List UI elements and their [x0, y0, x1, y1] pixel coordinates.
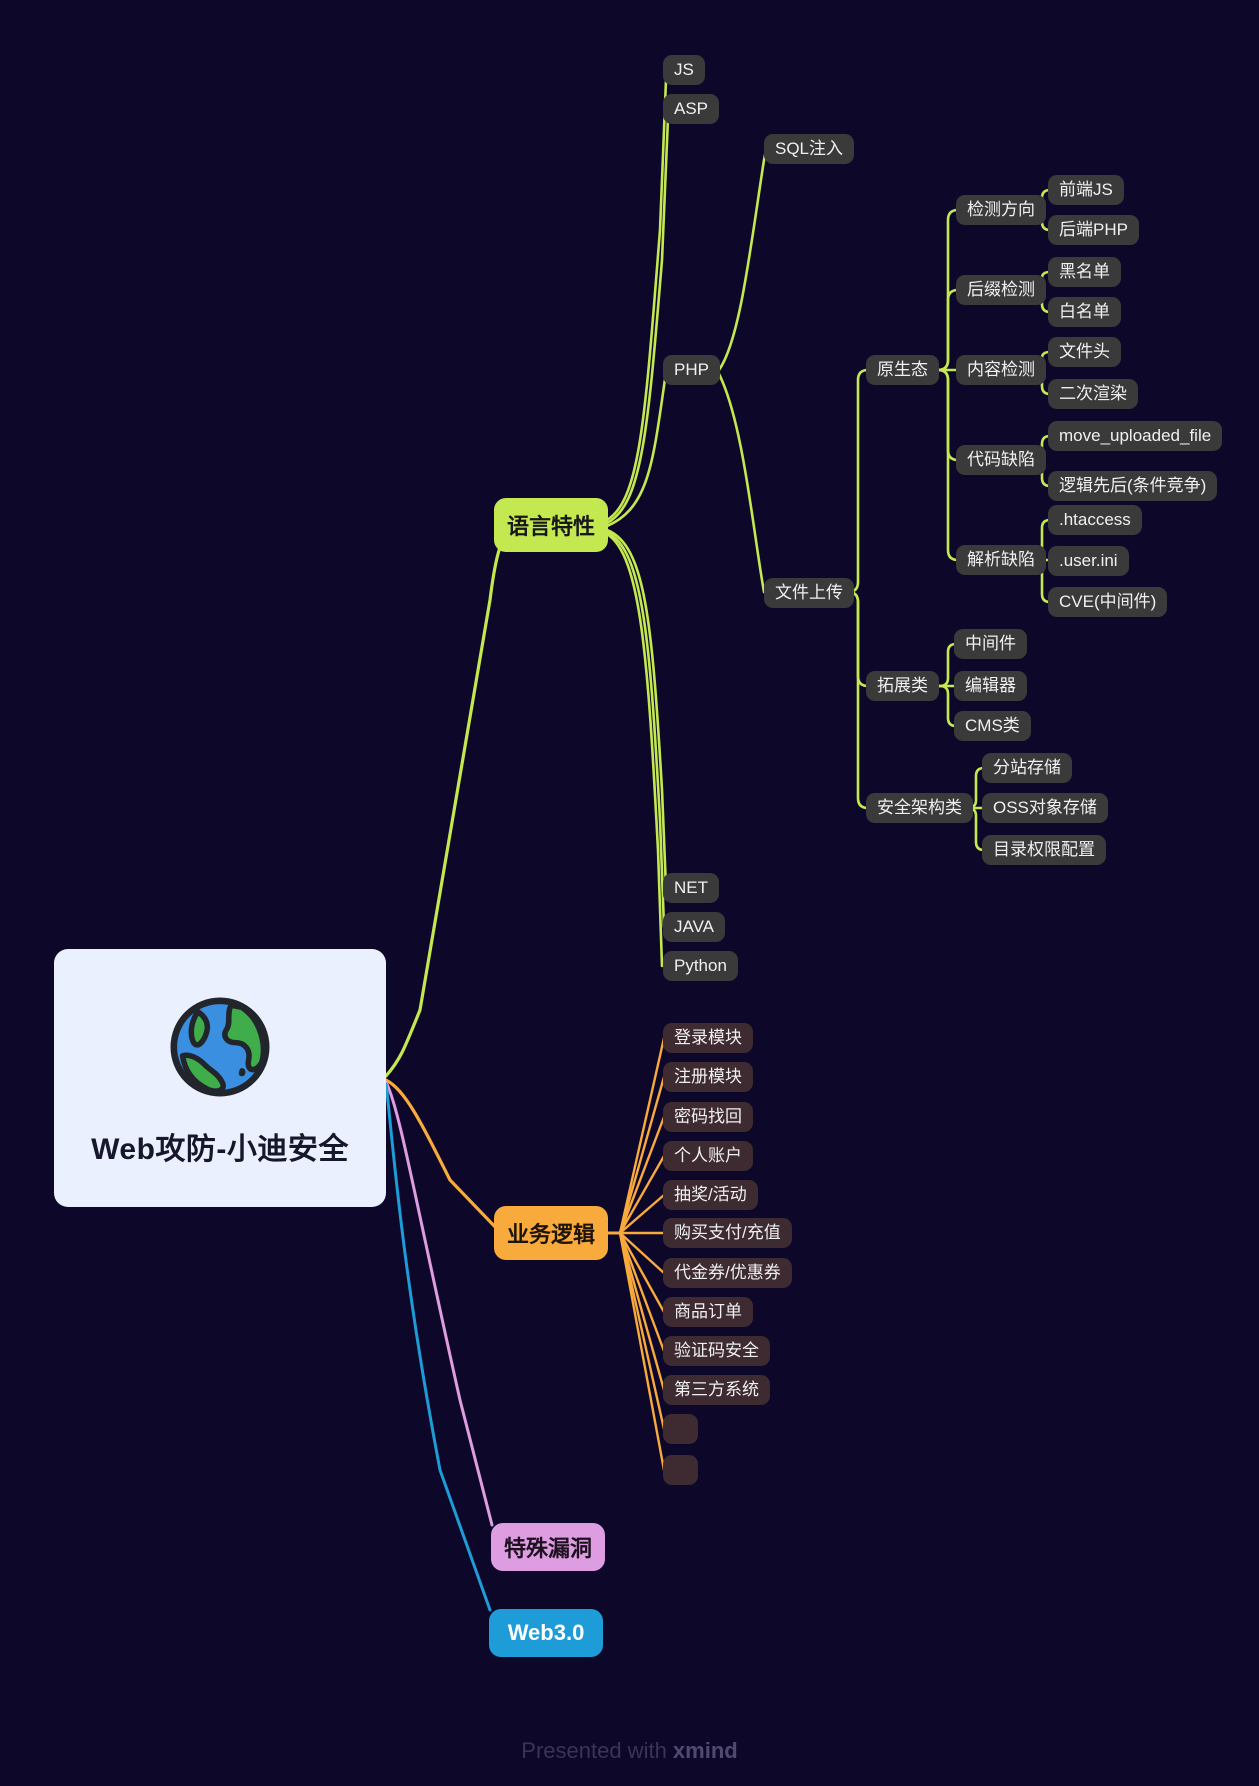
node-content-detection[interactable]: 内容检测	[956, 355, 1046, 385]
node-business-empty-2[interactable]	[663, 1455, 698, 1485]
node-login-module[interactable]: 登录模块	[663, 1023, 753, 1053]
footer-attribution: Presented with xmind	[0, 1738, 1259, 1764]
root-title: Web攻防-小迪安全	[91, 1133, 349, 1166]
branch-special-vulns[interactable]: 特殊漏洞	[491, 1523, 605, 1571]
node-htaccess[interactable]: .htaccess	[1048, 505, 1142, 535]
node-security-arch-class[interactable]: 安全架构类	[866, 793, 973, 823]
node-parse-defect[interactable]: 解析缺陷	[956, 545, 1046, 575]
node-password-recovery[interactable]: 密码找回	[663, 1102, 753, 1132]
node-cve-middleware[interactable]: CVE(中间件)	[1048, 587, 1168, 617]
node-whitelist[interactable]: 白名单	[1048, 297, 1121, 327]
node-oss-object-storage[interactable]: OSS对象存储	[982, 793, 1108, 823]
node-logic-race-condition[interactable]: 逻辑先后(条件竞争)	[1048, 471, 1218, 501]
globe-icon	[165, 992, 275, 1102]
branch-language[interactable]: 语言特性	[494, 498, 608, 552]
node-blacklist[interactable]: 黑名单	[1048, 257, 1121, 287]
node-java[interactable]: JAVA	[663, 912, 725, 942]
node-asp[interactable]: ASP	[663, 94, 720, 124]
node-lottery-activity[interactable]: 抽奖/活动	[663, 1180, 758, 1210]
node-third-party-system[interactable]: 第三方系统	[663, 1375, 770, 1405]
footer-prefix-text: Presented with	[521, 1738, 673, 1763]
node-voucher-coupon[interactable]: 代金券/优惠券	[663, 1258, 792, 1288]
branch-web3[interactable]: Web3.0	[489, 1609, 603, 1657]
node-detection-direction[interactable]: 检测方向	[956, 195, 1046, 225]
node-business-empty-1[interactable]	[663, 1414, 698, 1444]
node-middleware[interactable]: 中间件	[954, 629, 1027, 659]
node-move-uploaded-file[interactable]: move_uploaded_file	[1048, 421, 1223, 451]
node-frontend-js[interactable]: 前端JS	[1048, 175, 1124, 205]
node-code-defect[interactable]: 代码缺陷	[956, 445, 1046, 475]
node-register-module[interactable]: 注册模块	[663, 1062, 753, 1092]
node-captcha-security[interactable]: 验证码安全	[663, 1336, 770, 1366]
node-extension-class[interactable]: 拓展类	[866, 671, 939, 701]
node-user-ini[interactable]: .user.ini	[1048, 546, 1129, 576]
node-file-upload[interactable]: 文件上传	[764, 578, 854, 608]
node-backend-php[interactable]: 后端PHP	[1048, 215, 1139, 245]
node-editor[interactable]: 编辑器	[954, 671, 1027, 701]
node-js[interactable]: JS	[663, 55, 705, 85]
node-file-header[interactable]: 文件头	[1048, 337, 1121, 367]
branch-business[interactable]: 业务逻辑	[494, 1206, 608, 1260]
node-python[interactable]: Python	[663, 951, 738, 981]
node-native[interactable]: 原生态	[866, 355, 939, 385]
node-subsite-storage[interactable]: 分站存储	[982, 753, 1072, 783]
node-directory-permission-config[interactable]: 目录权限配置	[982, 835, 1106, 865]
node-personal-account[interactable]: 个人账户	[663, 1141, 753, 1171]
node-net[interactable]: NET	[663, 873, 719, 903]
xmind-brand-text: xmind	[672, 1738, 738, 1763]
node-product-order[interactable]: 商品订单	[663, 1297, 753, 1327]
node-suffix-detection[interactable]: 后缀检测	[956, 275, 1046, 305]
root-node[interactable]: Web攻防-小迪安全	[54, 949, 386, 1207]
node-cms-class[interactable]: CMS类	[954, 711, 1031, 741]
node-sql-injection[interactable]: SQL注入	[764, 134, 855, 164]
node-php[interactable]: PHP	[663, 355, 720, 385]
node-purchase-payment-recharge[interactable]: 购买支付/充值	[663, 1218, 792, 1248]
node-second-render[interactable]: 二次渲染	[1048, 379, 1138, 409]
